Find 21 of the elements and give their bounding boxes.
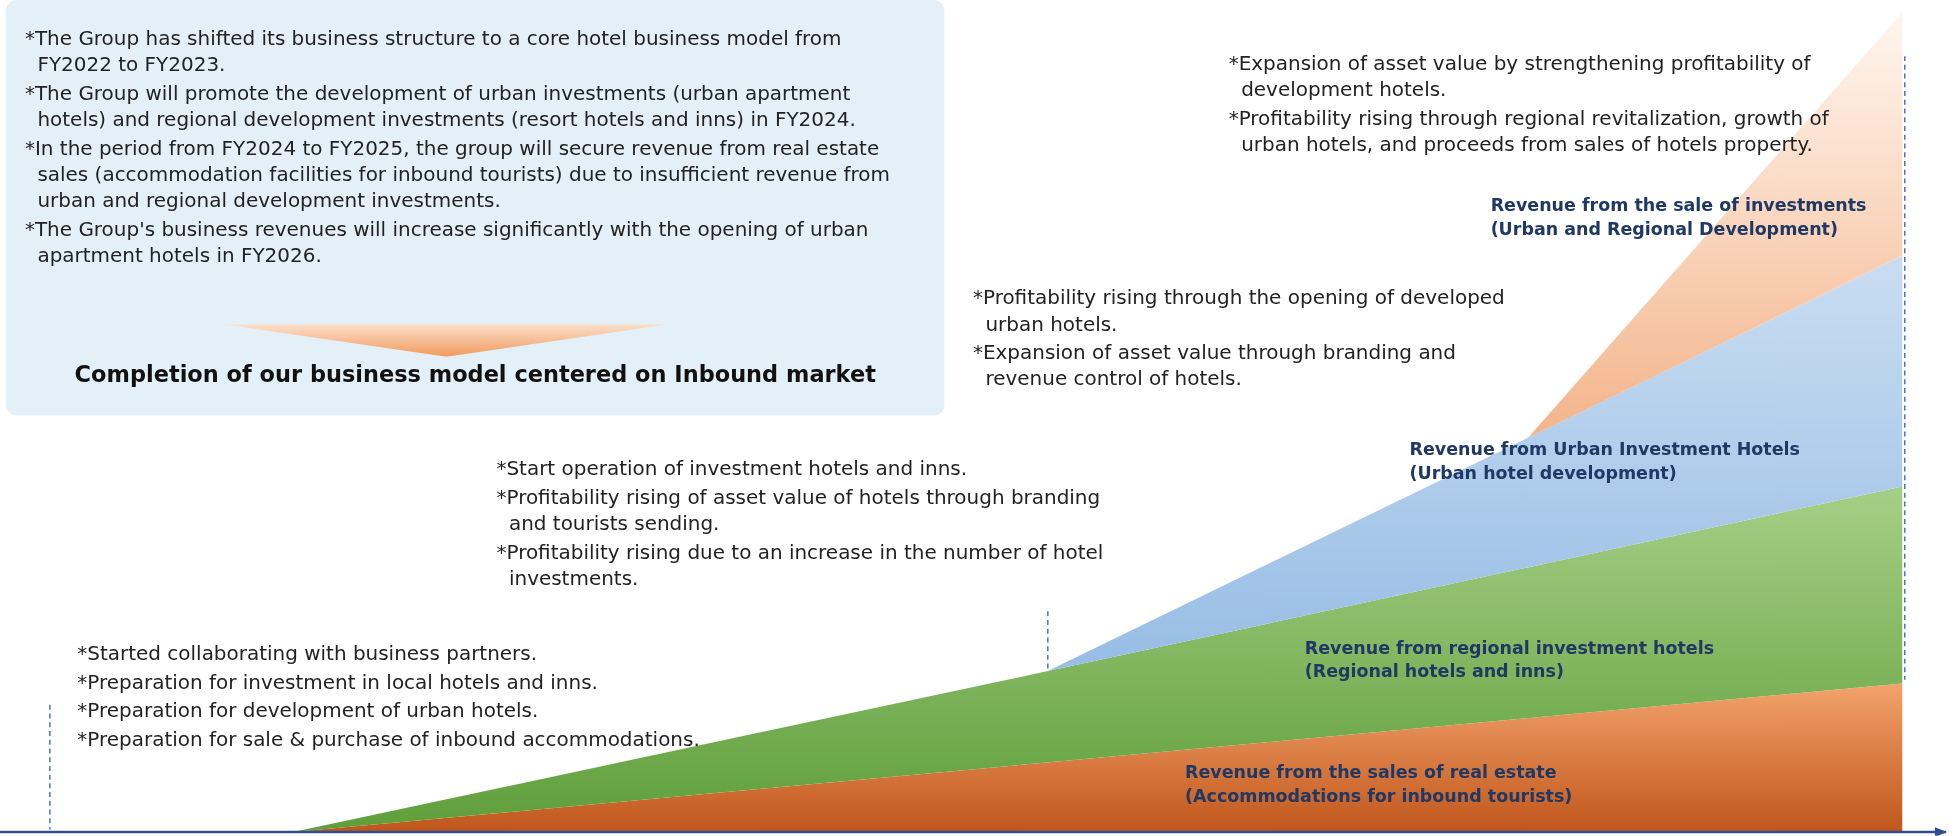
- bullet-text: *Start operation of investment hotels and inns.: [496, 455, 969, 482]
- bullet-text: *Preparation for investment in local hotels and inns.: [77, 668, 599, 695]
- bullet-text: *Preparation for development of urban hotels.: [77, 697, 540, 724]
- bullet-text: *Profitability rising of asset value of hotels through branding and tourists sending.: [496, 484, 1102, 537]
- band-title: Revenue from regional investment hotels (Regional hotels and inns): [1304, 636, 1715, 684]
- bullet-text: *In the period from FY2024 to FY2025, the group will secure revenue from real estate sales (accommodation facilities for inbound tourists) due to insufficient revenue from urban and regional development investments.: [24, 134, 891, 214]
- bullet-text: *Profitability rising due to an increase in the number of hotel investments.: [496, 539, 1105, 592]
- bullet-text: *Expansion of asset value by strengthening profitability of development hotels.: [1228, 50, 1812, 103]
- bullet-text: *Preparation for sale & purchase of inbound accommodations.: [77, 726, 701, 753]
- band-title: Revenue from Urban Investment Hotels (Urban hotel development): [1409, 438, 1800, 485]
- bullet-text: *The Group's business revenues will increase significantly with the opening of urban apartment hotels in FY2026.: [24, 216, 870, 269]
- band-title: Revenue from the sale of investments (Urban and Regional Development): [1490, 193, 1867, 241]
- bullet-text: *The Group has shifted its business structure to a core hotel business model from FY2022 to FY2023.: [24, 25, 843, 78]
- band-title: Revenue from the sales of real estate (Accommodations for inbound tourists): [1185, 761, 1573, 808]
- bullet-text: *Profitability rising through regional revitalization, growth of urban hotels, and proceeds from sales of hotels property.: [1228, 105, 1831, 158]
- bullet-text: *Profitability rising through the opening of developed urban hotels.: [972, 284, 1506, 337]
- bullet-text: *Expansion of asset value through branding and revenue control of hotels.: [972, 339, 1457, 392]
- info-panel: [6, 0, 945, 416]
- conclusion-text: Completion of our business model centered on Inbound market: [73, 360, 877, 387]
- bullet-text: *The Group will promote the development of urban investments (urban apartment hotels) and regional development investments (resort hotels and inns) in FY2024.: [24, 80, 857, 133]
- bullet-text: *Started collaborating with business partners.: [77, 640, 539, 667]
